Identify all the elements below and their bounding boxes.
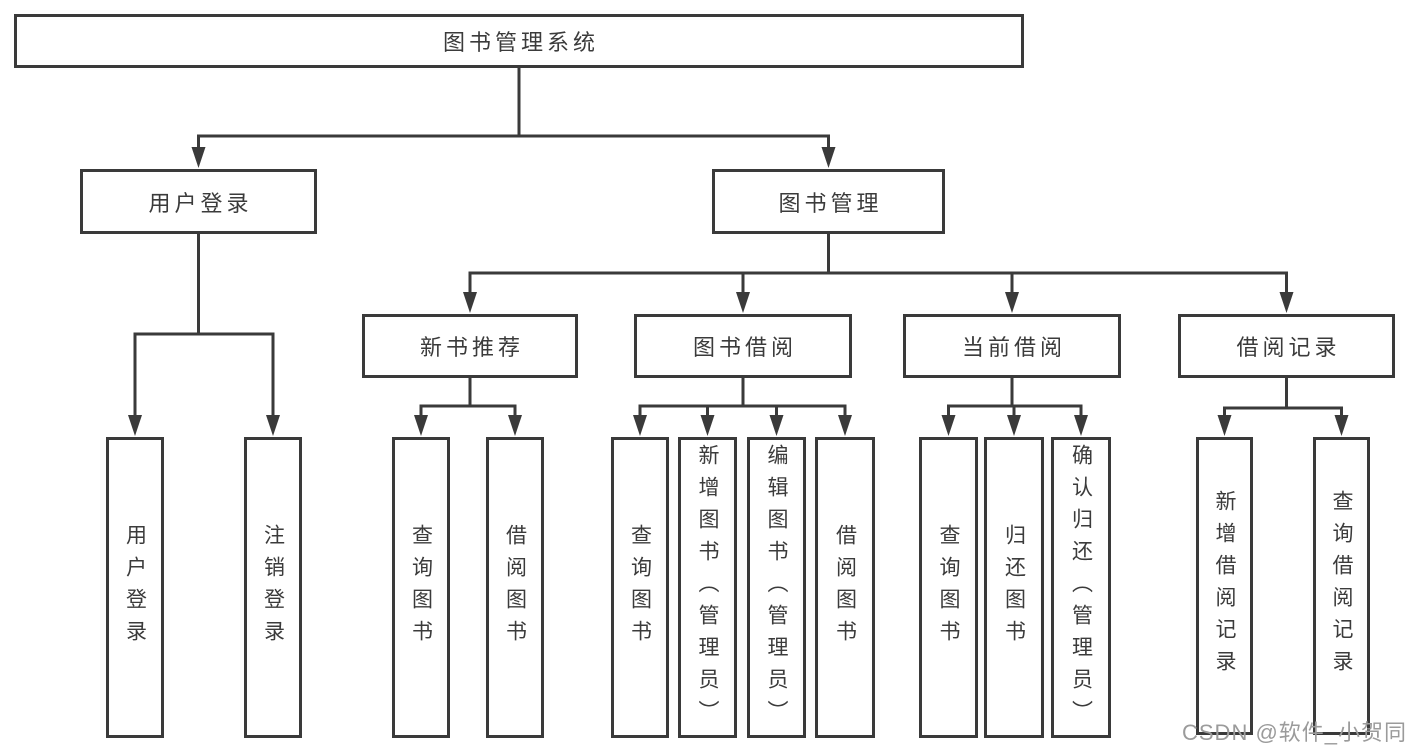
node-book-borrow: 图书借阅	[634, 314, 852, 378]
arrowhead-icon	[633, 415, 647, 436]
arrowhead-icon	[1074, 415, 1088, 436]
arrowhead-icon	[821, 147, 836, 168]
node-label-book-mgmt: 图书管理	[778, 190, 883, 216]
arrowhead-icon	[191, 147, 206, 168]
node-bb-borrow: 借阅图书	[815, 437, 875, 738]
node-label-bb-add: 新增图书（管理员）	[696, 443, 719, 732]
node-bb-add: 新增图书（管理员）	[678, 437, 737, 738]
node-cb-confirm: 确认归还（管理员）	[1051, 437, 1111, 738]
node-label-leaf-logout: 注销登录	[261, 523, 285, 652]
watermark-text: CSDN @软件_小贺同学	[1182, 720, 1405, 745]
arrowhead-icon	[700, 415, 715, 436]
node-label-cb-return: 归还图书	[1002, 523, 1026, 652]
node-nb-borrow: 借阅图书	[486, 437, 544, 738]
node-br-add: 新增借阅记录	[1196, 437, 1253, 735]
node-label-new-book-rec: 新书推荐	[419, 335, 524, 360]
node-root: 图书管理系统	[14, 14, 1024, 68]
node-label-cb-confirm: 确认归还（管理员）	[1069, 443, 1093, 732]
node-leaf-user-login: 用户登录	[106, 437, 164, 738]
arrowhead-icon	[769, 415, 784, 436]
arrowhead-icon	[1334, 415, 1349, 436]
node-borrow-records: 借阅记录	[1178, 314, 1395, 378]
arrowhead-icon	[1005, 292, 1019, 313]
arrowhead-icon	[414, 415, 428, 436]
node-label-nb-query: 查询图书	[409, 523, 433, 652]
node-label-cb-query: 查询图书	[937, 523, 960, 652]
node-label-root: 图书管理系统	[442, 30, 599, 55]
node-current-borrow: 当前借阅	[903, 314, 1121, 378]
node-br-query: 查询借阅记录	[1313, 437, 1370, 735]
node-label-br-add: 新增借阅记录	[1213, 490, 1236, 682]
node-bb-edit: 编辑图书（管理员）	[747, 437, 806, 738]
node-cb-query: 查询图书	[919, 437, 978, 738]
node-label-nb-borrow: 借阅图书	[503, 523, 527, 652]
arrowhead-icon	[508, 415, 522, 436]
node-cb-return: 归还图书	[984, 437, 1044, 738]
node-book-mgmt: 图书管理	[712, 169, 945, 234]
arrowhead-icon	[1217, 415, 1232, 436]
arrowhead-icon	[1007, 415, 1021, 436]
node-bb-query: 查询图书	[611, 437, 669, 738]
node-label-user-login: 用户登录	[148, 190, 253, 216]
arrowhead-icon	[941, 415, 956, 436]
arrowhead-icon	[463, 292, 477, 313]
node-label-bb-edit: 编辑图书（管理员）	[765, 443, 788, 732]
arrowhead-icon	[266, 415, 280, 436]
node-label-leaf-user-login: 用户登录	[123, 523, 147, 652]
node-user-login: 用户登录	[80, 169, 317, 234]
node-label-book-borrow: 图书借阅	[692, 335, 797, 360]
node-label-borrow-records: 借阅记录	[1236, 335, 1341, 360]
node-label-current-borrow: 当前借阅	[961, 335, 1066, 360]
node-label-br-query: 查询借阅记录	[1330, 490, 1353, 682]
arrowhead-icon	[1279, 292, 1294, 313]
arrowhead-icon	[736, 292, 750, 313]
arrowhead-icon	[838, 415, 852, 436]
node-label-bb-query: 查询图书	[628, 523, 652, 652]
node-new-book-rec: 新书推荐	[362, 314, 578, 378]
arrowhead-icon	[128, 415, 142, 436]
node-label-bb-borrow: 借阅图书	[833, 523, 857, 652]
node-nb-query: 查询图书	[392, 437, 450, 738]
node-leaf-logout: 注销登录	[244, 437, 302, 738]
